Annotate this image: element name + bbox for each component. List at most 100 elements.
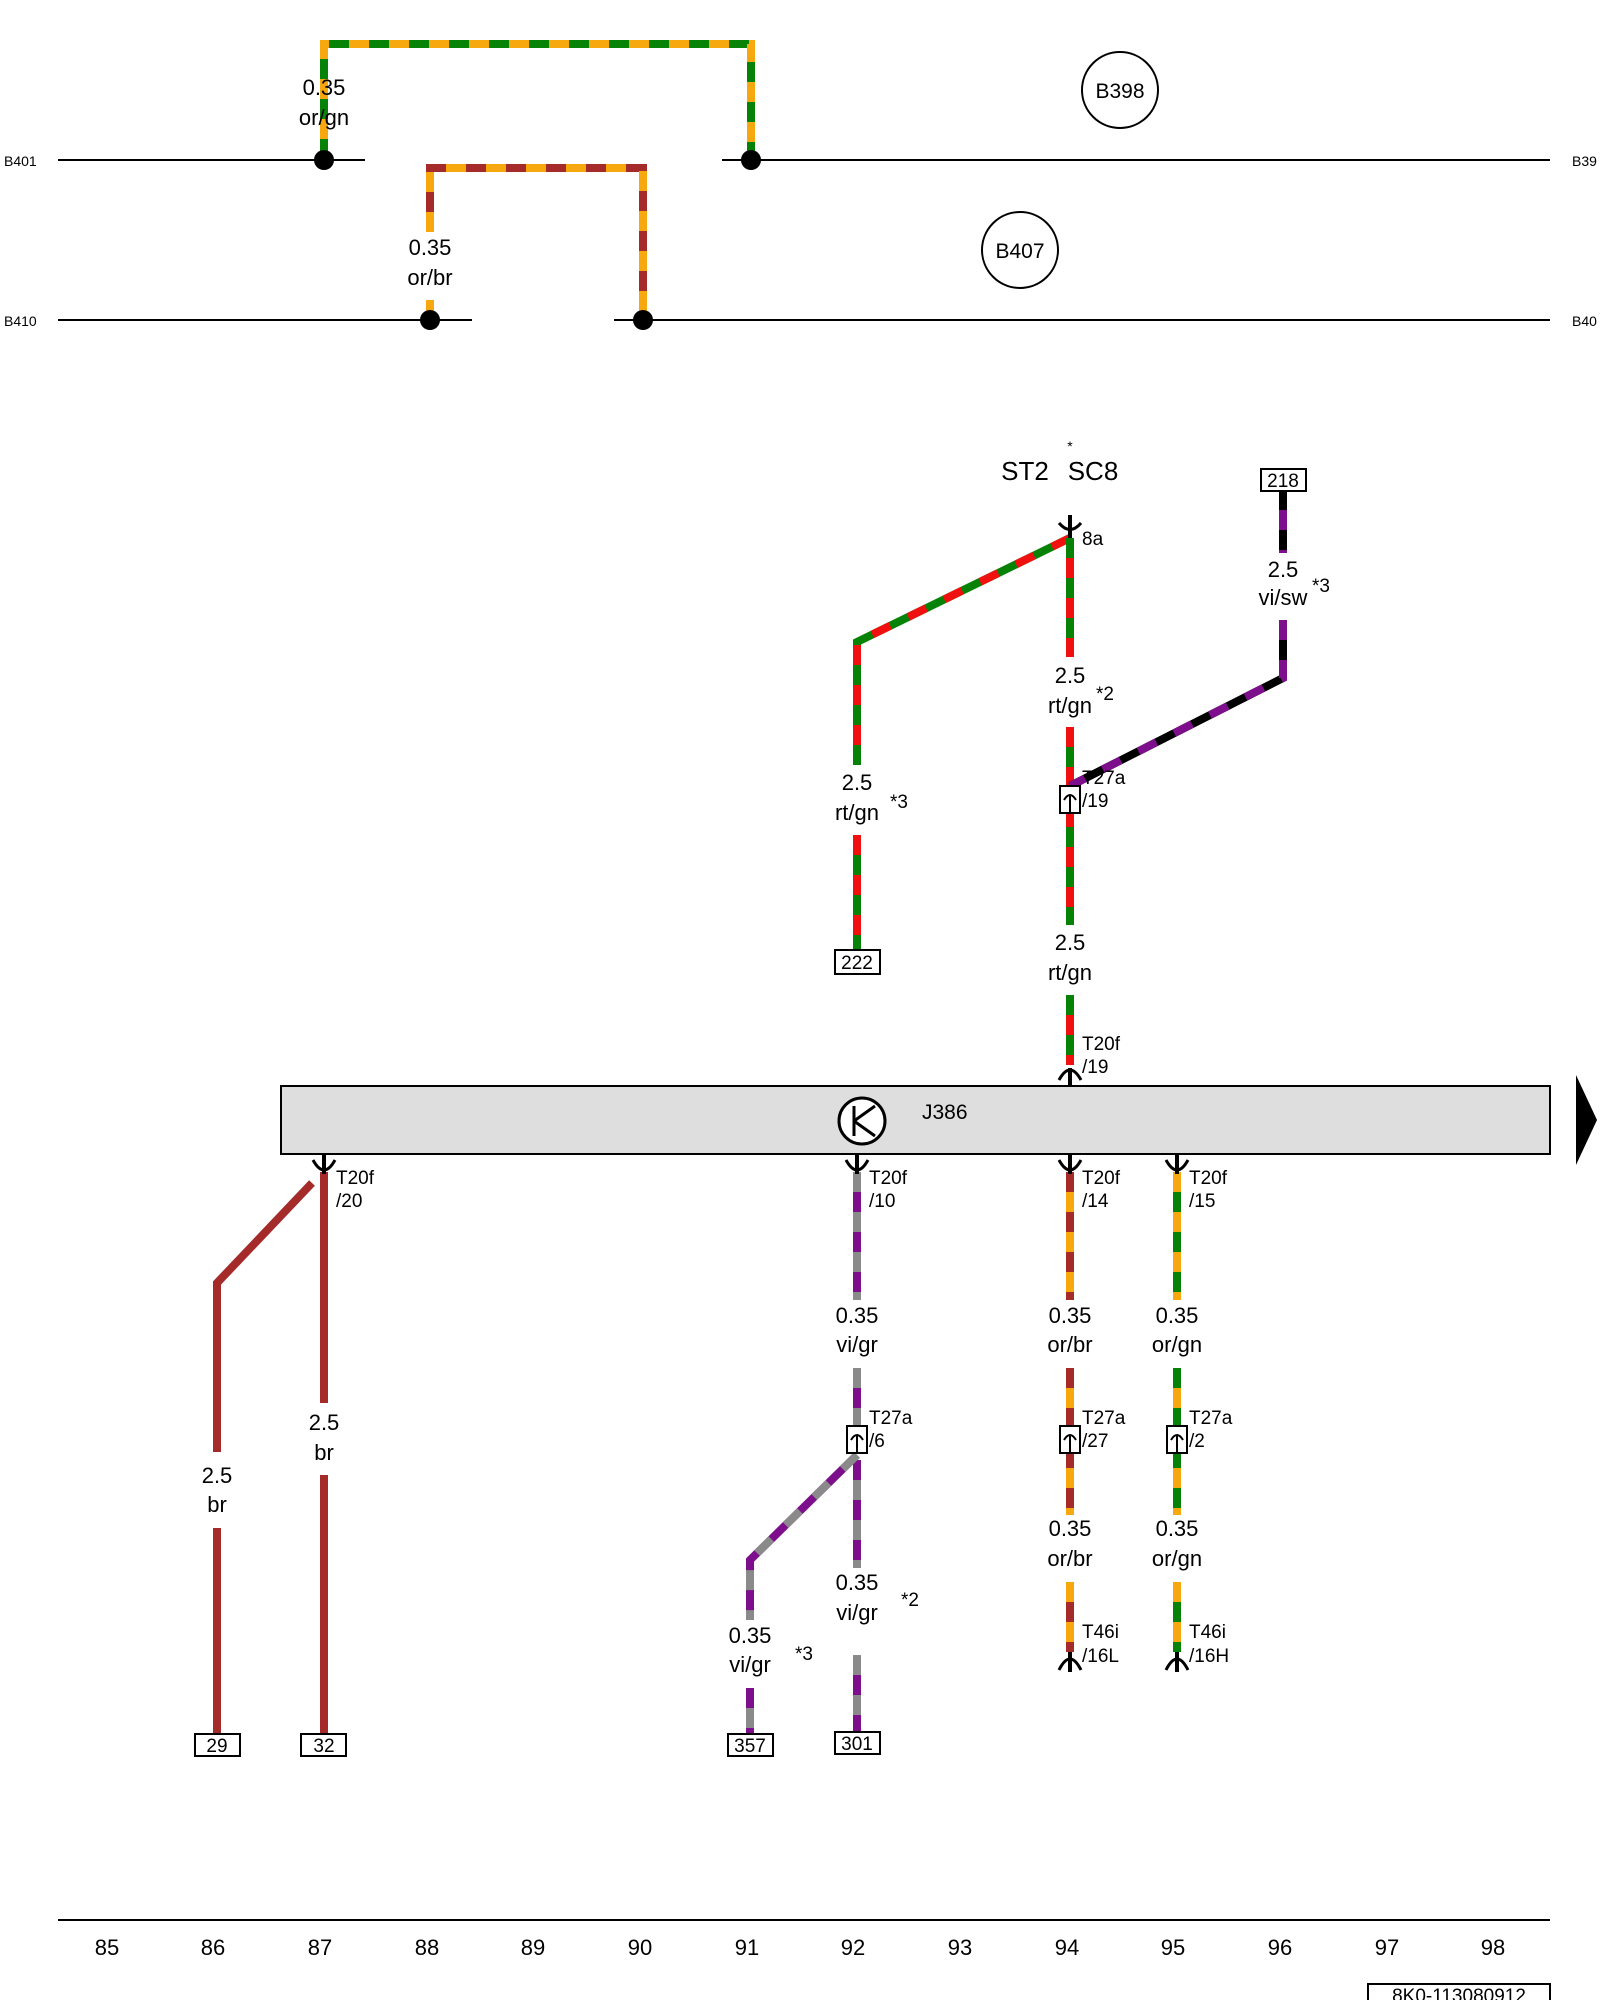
ref-label-29: 29	[206, 1736, 227, 1757]
connector-pin-t20f-15: /15	[1189, 1191, 1215, 1212]
ref-box-29: 29	[194, 1733, 241, 1757]
connector-name-t46i-16l: T46i	[1082, 1622, 1119, 1643]
wire-gauge-orbr-94-upper: 0.35	[1049, 1303, 1092, 1328]
document-id: 8K0-113080912	[1392, 1986, 1526, 2000]
wire-color-rtgn-mid-lower: rt/gn	[1048, 960, 1092, 985]
wire-color-orgn-top: or/gn	[299, 105, 349, 130]
grid-number: 88	[415, 1935, 439, 1960]
grid-number: 97	[1375, 1935, 1399, 1960]
grid-numbers: 85 86 87 88 89 90 91 92 93 94 95 96 97 9…	[95, 1935, 1505, 1960]
ref-box-357: 357	[727, 1733, 774, 1757]
wire-gauge-orgn-top: 0.35	[303, 75, 346, 100]
wire-gauge-orgn-95-lower: 0.35	[1156, 1516, 1199, 1541]
connector-pin-t20f-19: /19	[1082, 1057, 1108, 1078]
connector-box-t27a-2	[1166, 1425, 1188, 1454]
ref-label-301: 301	[841, 1734, 873, 1755]
wire-gauge-rtgn-mid-upper: 2.5	[1055, 663, 1086, 688]
circle-label-b398: B398	[1095, 80, 1144, 103]
wire-note-vigr-right: *2	[901, 1590, 919, 1611]
grid-number: 94	[1055, 1935, 1079, 1960]
bus-label-b398: B39	[1572, 153, 1597, 169]
wire-note-vigr-left: *3	[795, 1644, 813, 1665]
wire-color-rtgn-left: rt/gn	[835, 800, 879, 825]
fuse-label-st: ST2	[1001, 456, 1049, 486]
wire-orbr-upper-segment	[426, 164, 647, 320]
grid-number: 85	[95, 1935, 119, 1960]
wire-gauge-orbr-top: 0.35	[409, 235, 452, 260]
wire-color-br-left: br	[207, 1492, 227, 1517]
connector-name-t27a-2: T27a	[1189, 1408, 1233, 1429]
fuse-label-sc: SC8	[1068, 456, 1119, 486]
grid-number: 95	[1161, 1935, 1185, 1960]
wire-color-vigr-right: vi/gr	[836, 1600, 878, 1625]
grid-number: 86	[201, 1935, 225, 1960]
connector-pin-t20f-10: /10	[869, 1191, 895, 1212]
grid-number: 87	[308, 1935, 332, 1960]
connector-name-t27a-6: T27a	[869, 1408, 913, 1429]
wire-rtgn-diagonal-stripe	[853, 534, 1072, 765]
connector-name-t20f-20: T20f	[336, 1168, 375, 1189]
bus-label-b407: B40	[1572, 313, 1597, 329]
connector-pin-t46i-16l: /16L	[1082, 1646, 1119, 1667]
ref-label-357: 357	[734, 1736, 766, 1757]
splice-dot	[741, 150, 761, 170]
wire-orgn-upper-segment	[320, 40, 755, 160]
connector-name-t27a-19: T27a	[1082, 768, 1126, 789]
connector-name-t27a-27: T27a	[1082, 1408, 1126, 1429]
connector-name-t20f-10: T20f	[869, 1168, 908, 1189]
wire-color-orbr-top: or/br	[407, 265, 452, 290]
wire-rtgn-diagonal	[853, 534, 1072, 765]
splice-dot	[633, 310, 653, 330]
circle-b407	[981, 211, 1059, 289]
component-label-j386: J386	[922, 1101, 968, 1124]
wire-rtgn-left	[853, 534, 1072, 950]
wire-orbr-top	[426, 164, 647, 320]
connector-symbol-t46i-16l	[1057, 1652, 1083, 1672]
ref-box-218: 218	[1260, 468, 1307, 492]
connector-symbol-t46i-16h	[1164, 1652, 1190, 1672]
wire-gauge-vigr-left: 0.35	[729, 1623, 772, 1648]
wire-note-rtgn-mid-upper: *2	[1096, 684, 1114, 705]
wire-gauge-br-right: 2.5	[309, 1410, 340, 1435]
connector-pin-t27a-2: /2	[1189, 1431, 1205, 1452]
wire-br-left-upper	[213, 1180, 315, 1452]
ref-label-222: 222	[841, 953, 873, 974]
component-j386-box	[280, 1085, 1551, 1155]
ground-icon	[837, 1096, 887, 1146]
wire-gauge-orgn-95-upper: 0.35	[1156, 1303, 1199, 1328]
splice-dot	[314, 150, 334, 170]
wire-color-orgn-95-upper: or/gn	[1152, 1332, 1202, 1357]
continuation-arrow	[1576, 1075, 1597, 1165]
wire-color-orbr-94-lower: or/br	[1047, 1546, 1092, 1571]
wire-gauge-vigr-right: 0.35	[836, 1570, 879, 1595]
grid-number: 91	[735, 1935, 759, 1960]
ref-box-222: 222	[834, 949, 881, 975]
ref-label-32: 32	[313, 1736, 334, 1757]
wire-gauge-rtgn-mid-lower: 2.5	[1055, 930, 1086, 955]
wire-vigr-92	[746, 1172, 861, 1733]
grid-number: 90	[628, 1935, 652, 1960]
wire-orgn-upper-segment-stripe	[320, 40, 755, 160]
wire-color-visw: vi/sw	[1259, 585, 1308, 610]
grid-number: 92	[841, 1935, 865, 1960]
grid-number: 98	[1481, 1935, 1505, 1960]
bus-lines	[58, 159, 1550, 321]
wire-visw	[1068, 490, 1287, 790]
connector-symbol-t20f-20	[311, 1154, 337, 1174]
connector-name-t20f-15: T20f	[1189, 1168, 1228, 1189]
connector-pin-t27a-27: /27	[1082, 1431, 1108, 1452]
wire-br-left	[213, 1180, 315, 1733]
connector-name-t46i-16h: T46i	[1189, 1622, 1226, 1643]
wire-gauge-br-left: 2.5	[202, 1463, 233, 1488]
ref-box-32: 32	[300, 1733, 347, 1757]
wire-color-br-right: br	[314, 1440, 334, 1465]
wire-gauge-rtgn-left: 2.5	[842, 770, 873, 795]
grid-number: 96	[1268, 1935, 1292, 1960]
document-id-box: 8K0-113080912	[1367, 1983, 1551, 2000]
fuse-pin-8a: 8a	[1082, 529, 1104, 550]
connector-pin-t27a-6: /6	[869, 1431, 885, 1452]
wire-orbr-upper-segment-stripe	[426, 164, 647, 320]
connector-box-t27a-27	[1059, 1425, 1081, 1454]
connector-pin-t27a-19: /19	[1082, 791, 1108, 812]
